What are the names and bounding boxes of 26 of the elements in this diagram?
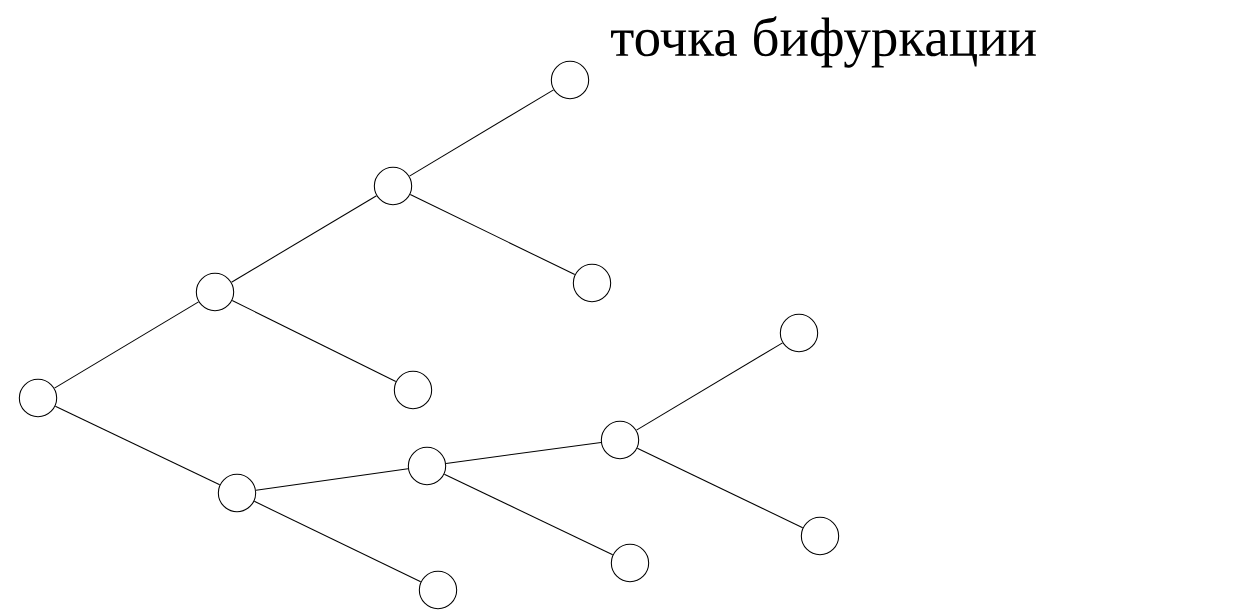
connector-line (635, 342, 784, 431)
connector-line (53, 301, 200, 389)
connector-line (230, 195, 378, 283)
circle-node (550, 60, 590, 100)
connector-line (408, 89, 555, 177)
connector-line (409, 193, 576, 276)
circle-node (217, 473, 257, 513)
circle-node (779, 313, 819, 353)
circle-node (407, 446, 447, 486)
circle-node (418, 570, 458, 610)
connector-line (54, 405, 221, 486)
circle-node (18, 378, 58, 418)
circle-node (572, 263, 612, 303)
connector-line (445, 442, 602, 464)
label-text: точка бифуркации (611, 16, 1036, 68)
circle-node (600, 420, 640, 460)
circle-node (373, 166, 413, 206)
circle-node (610, 543, 650, 583)
connector-line (231, 300, 397, 382)
circle-node (195, 272, 235, 312)
connector-line (636, 447, 804, 529)
connector-line (253, 500, 422, 583)
connector-line (255, 468, 409, 491)
circle-node (800, 516, 840, 556)
circle-node (393, 370, 433, 410)
connector-line (443, 473, 614, 556)
